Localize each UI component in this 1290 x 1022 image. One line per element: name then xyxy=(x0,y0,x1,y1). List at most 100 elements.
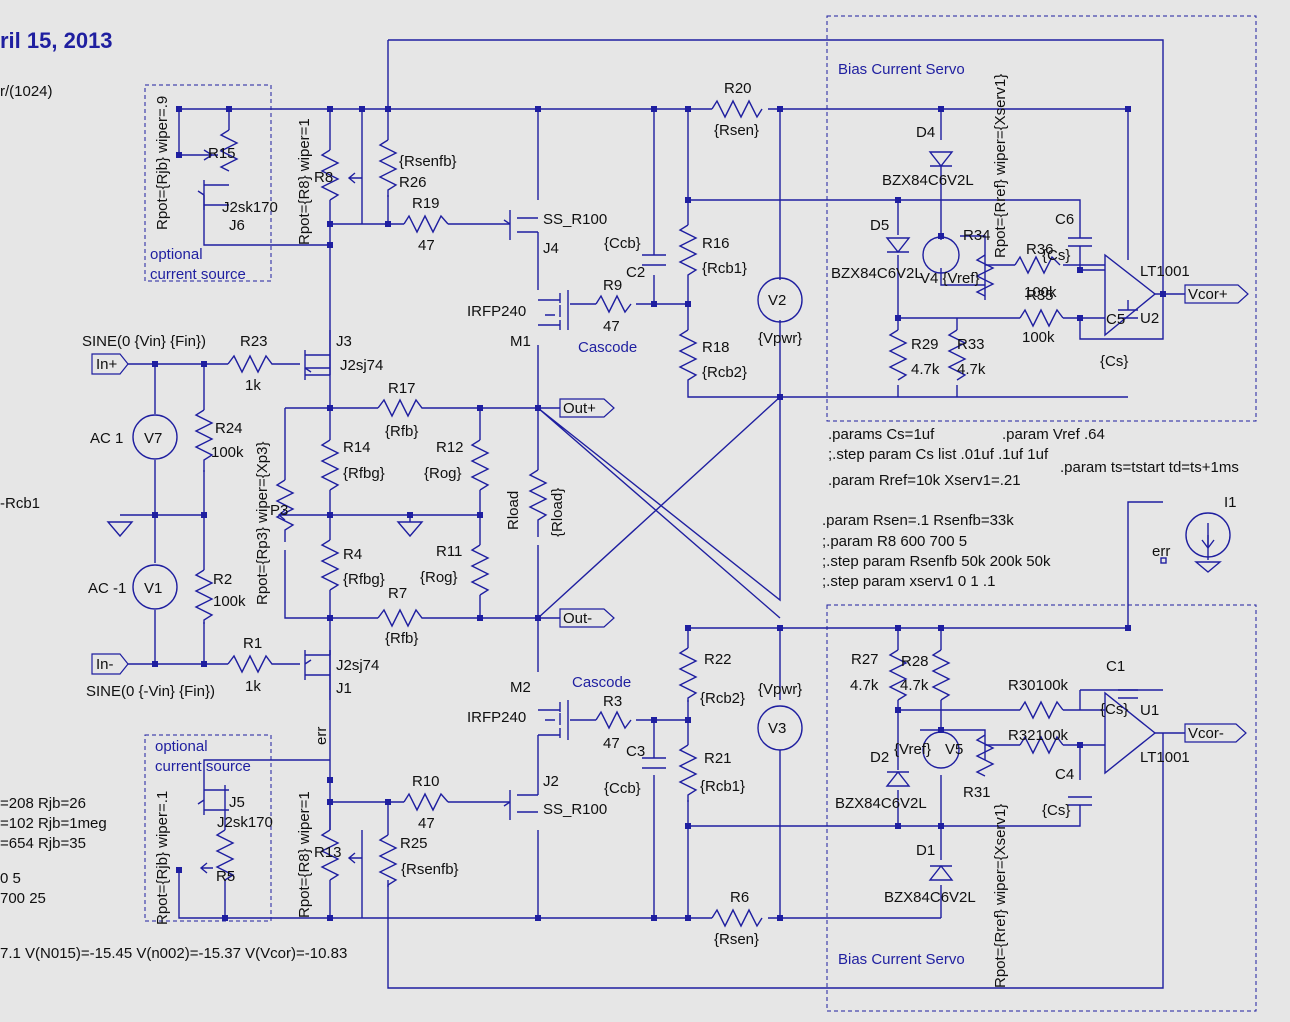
rpot-jb-top: Rpot={Rjb} wiper=.9 xyxy=(154,96,171,230)
v5-ref: {Vref} xyxy=(894,741,931,758)
r36-label: R36 xyxy=(1026,241,1054,258)
junction-dot xyxy=(152,361,158,367)
out-pos-port[interactable]: Out+ xyxy=(563,400,596,417)
ccb-bottom: {Ccb} xyxy=(604,780,641,797)
directive-vref: .param Vref .64 xyxy=(1002,426,1105,443)
directive-step-r8: ;.param R8 600 700 5 xyxy=(822,533,967,550)
j1-value: J2sj74 xyxy=(336,657,379,674)
junction-dot xyxy=(685,301,691,307)
rsen-top: {Rsen} xyxy=(714,122,759,139)
in-neg-port[interactable]: In- xyxy=(96,656,114,673)
r9-label: R9 xyxy=(603,277,622,294)
vcor-pos-port[interactable]: Vcor+ xyxy=(1188,286,1228,303)
cs-bottom-1: {Cs} xyxy=(1100,701,1128,718)
r6-label: R6 xyxy=(730,889,749,906)
j3-label: J3 xyxy=(336,333,352,350)
junction-dot xyxy=(895,707,901,713)
servo-label-bottom: Bias Current Servo xyxy=(838,951,965,968)
v4-label: V4 {Vref} xyxy=(920,270,980,287)
r3-label: R3 xyxy=(603,693,622,710)
rcb1-side: -Rcb1 xyxy=(0,495,40,512)
optional-source-box-bottom xyxy=(144,734,272,922)
junction-dot xyxy=(651,717,657,723)
junction-dot xyxy=(359,106,365,112)
r27-value: 4.7k xyxy=(850,677,879,694)
rpot-ref-top: Rpot={Rref} wiper={Xserv1} xyxy=(992,74,1009,258)
current-source-label-top: current source xyxy=(150,266,246,283)
left-note-2: =102 Rjb=1meg xyxy=(0,815,107,832)
r30-label: R30100k xyxy=(1008,677,1069,694)
junction-dots xyxy=(152,106,1166,921)
vcor-neg-port[interactable]: Vcor- xyxy=(1188,725,1224,742)
junction-dot xyxy=(176,152,182,158)
r2-label: R2 xyxy=(213,571,232,588)
err-net-label: err xyxy=(313,727,330,745)
junction-dot xyxy=(535,615,541,621)
m1-label: M1 xyxy=(510,333,531,350)
out-neg-port[interactable]: Out- xyxy=(563,610,592,627)
r36-value: 100k xyxy=(1024,284,1057,301)
junction-dot xyxy=(1077,742,1083,748)
r23-label: R23 xyxy=(240,333,268,350)
r14-label: R14 xyxy=(343,439,371,456)
vpwr-top: {Vpwr} xyxy=(758,330,802,347)
junction-dot xyxy=(685,106,691,112)
directive-step-xserv1: ;.step param xserv1 0 1 .1 xyxy=(822,573,995,590)
junction-dot xyxy=(176,867,182,873)
rpot-ref-bottom: Rpot={Rref} wiper={Xserv1} xyxy=(992,804,1009,988)
junction-dot xyxy=(477,405,483,411)
r1-label: R1 xyxy=(243,635,262,652)
ports xyxy=(91,284,1249,743)
junction-dot xyxy=(535,106,541,112)
left-note-1: =208 Rjb=26 xyxy=(0,795,86,812)
rsen-bottom: {Rsen} xyxy=(714,931,759,948)
directive-step-rsenfb: ;.step param Rsenfb 50k 200k 50k xyxy=(822,553,1051,570)
r17-label: R17 xyxy=(388,380,416,397)
rpot-p3: Rpot={Rp3} wiper={Xp3} xyxy=(254,442,271,605)
junction-dot xyxy=(1125,625,1131,631)
r26-label: R26 xyxy=(399,174,427,191)
rcb1-bottom: {Rcb1} xyxy=(700,778,745,795)
c3-label: C3 xyxy=(626,743,645,760)
r2-value: 100k xyxy=(213,593,246,610)
rpot-r8-top: Rpot={R8} wiper=1 xyxy=(296,118,313,245)
err-marker-label: err xyxy=(1152,543,1170,560)
rload-label: Rload xyxy=(505,491,522,530)
vpwr-bottom: {Vpwr} xyxy=(758,681,802,698)
d4-value: BZX84C6V2L xyxy=(882,172,974,189)
r24-label: R24 xyxy=(215,420,243,437)
junction-dot xyxy=(651,915,657,921)
current-source-label-bottom: current source xyxy=(155,758,251,775)
bottom-note: 7.1 V(N015)=-15.45 V(n002)=-15.37 V(Vcor… xyxy=(0,945,347,962)
rfbg-top: {Rfbg} xyxy=(343,465,385,482)
r21-label: R21 xyxy=(704,750,732,767)
junction-dot xyxy=(176,106,182,112)
r28-label: R28 xyxy=(901,653,929,670)
v5-label: V5 xyxy=(945,741,963,758)
optional-label-bottom: optional xyxy=(155,738,208,755)
v1-label: V1 xyxy=(144,580,162,597)
r31-label: R31 xyxy=(963,784,991,801)
r16-label: R16 xyxy=(702,235,730,252)
junction-dot xyxy=(895,315,901,321)
d1-label: D1 xyxy=(916,842,935,859)
c5-label: C5 xyxy=(1106,311,1125,328)
rpot-r8-bottom: Rpot={R8} wiper=1 xyxy=(296,791,313,918)
junction-dot xyxy=(777,625,783,631)
junction-dot xyxy=(327,799,333,805)
junction-dot xyxy=(327,106,333,112)
in-pos-port[interactable]: In+ xyxy=(96,356,118,373)
c4-label: C4 xyxy=(1055,766,1074,783)
junction-dot xyxy=(685,915,691,921)
optional-source-box-top xyxy=(144,84,272,282)
rload-value: {Rload} xyxy=(549,488,566,537)
m2-label: M2 xyxy=(510,679,531,696)
r33-value: 4.7k xyxy=(957,361,986,378)
r25-label: R25 xyxy=(400,835,428,852)
junction-dot xyxy=(938,106,944,112)
rcb2-bottom: {Rcb2} xyxy=(700,690,745,707)
j2-value: SS_R100 xyxy=(543,801,607,818)
junction-dot xyxy=(152,512,158,518)
junction-dot xyxy=(1077,267,1083,273)
d5-value: BZX84C6V2L xyxy=(831,265,923,282)
